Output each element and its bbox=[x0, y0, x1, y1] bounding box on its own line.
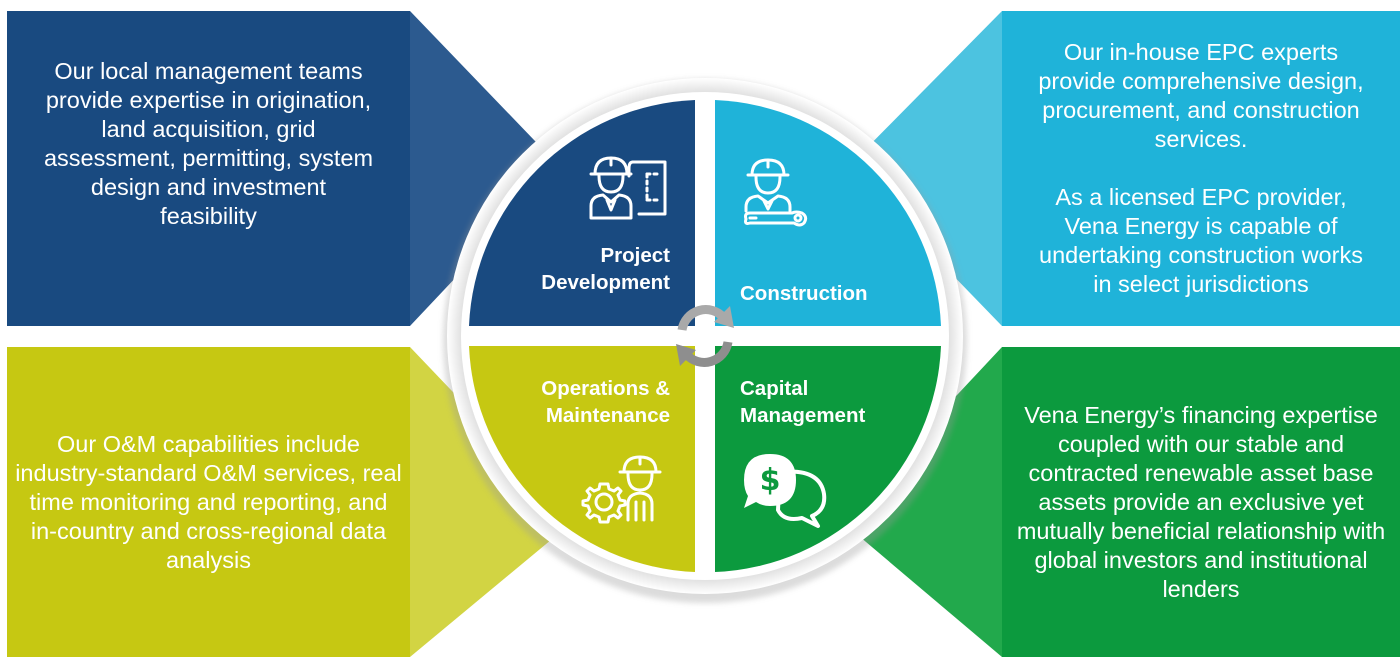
label-capital: Capital bbox=[740, 377, 809, 400]
wedge-project-development bbox=[410, 11, 560, 326]
quadrant-operations-maintenance[interactable] bbox=[469, 346, 695, 572]
wedge-capital-management bbox=[840, 347, 1002, 657]
panel-text-construction-2: As a licensed EPC provider, Vena Energy … bbox=[1039, 184, 1363, 297]
quadrant-construction[interactable] bbox=[715, 100, 941, 326]
wedge-operations-maintenance bbox=[410, 347, 575, 657]
label-operations: Operations & bbox=[541, 377, 670, 400]
cycle-arrows-icon bbox=[676, 305, 734, 367]
panel-text-project-development: Our local management teams provide exper… bbox=[43, 57, 374, 229]
label-project: Project bbox=[600, 244, 671, 267]
quadrant-project-development[interactable] bbox=[469, 100, 695, 326]
label-development: Development bbox=[541, 271, 670, 294]
quadrant-label-operations-maintenance: Operations & Maintenance bbox=[490, 375, 670, 429]
panel-project-development: Our local management teams provide exper… bbox=[7, 11, 410, 326]
panel-text-construction-1: Our in-house EPC experts provide compreh… bbox=[1038, 39, 1364, 152]
svg-text:$: $ bbox=[760, 463, 781, 498]
quadrant-label-project-development: Project Development bbox=[490, 242, 670, 296]
quadrant-label-construction: Construction bbox=[740, 280, 920, 307]
worker-gear-icon bbox=[581, 455, 662, 524]
label-construction: Construction bbox=[740, 282, 868, 305]
label-management: Management bbox=[740, 404, 866, 427]
panel-capital-management: Vena Energy’s financing expertise couple… bbox=[1002, 347, 1400, 657]
panel-construction: Our in-house EPC experts provide compreh… bbox=[1002, 11, 1400, 326]
wedge-construction bbox=[848, 11, 1002, 326]
engineer-wrench-icon bbox=[744, 158, 808, 227]
label-maintenance: Maintenance bbox=[545, 404, 670, 427]
quadrant-capital-management[interactable] bbox=[715, 346, 941, 572]
dollar-chat-icon: $ bbox=[744, 454, 827, 528]
engineer-blueprint-icon bbox=[589, 156, 667, 220]
panel-operations-maintenance: Our O&M capabilities include industry-st… bbox=[7, 347, 410, 657]
panel-text-operations-maintenance: Our O&M capabilities include industry-st… bbox=[15, 430, 402, 573]
panel-text-capital-management: Vena Energy’s financing expertise couple… bbox=[1016, 401, 1386, 602]
panel-text-construction: Our in-house EPC experts provide compreh… bbox=[1031, 38, 1371, 299]
quadrant-label-capital-management: Capital Management bbox=[740, 375, 930, 429]
